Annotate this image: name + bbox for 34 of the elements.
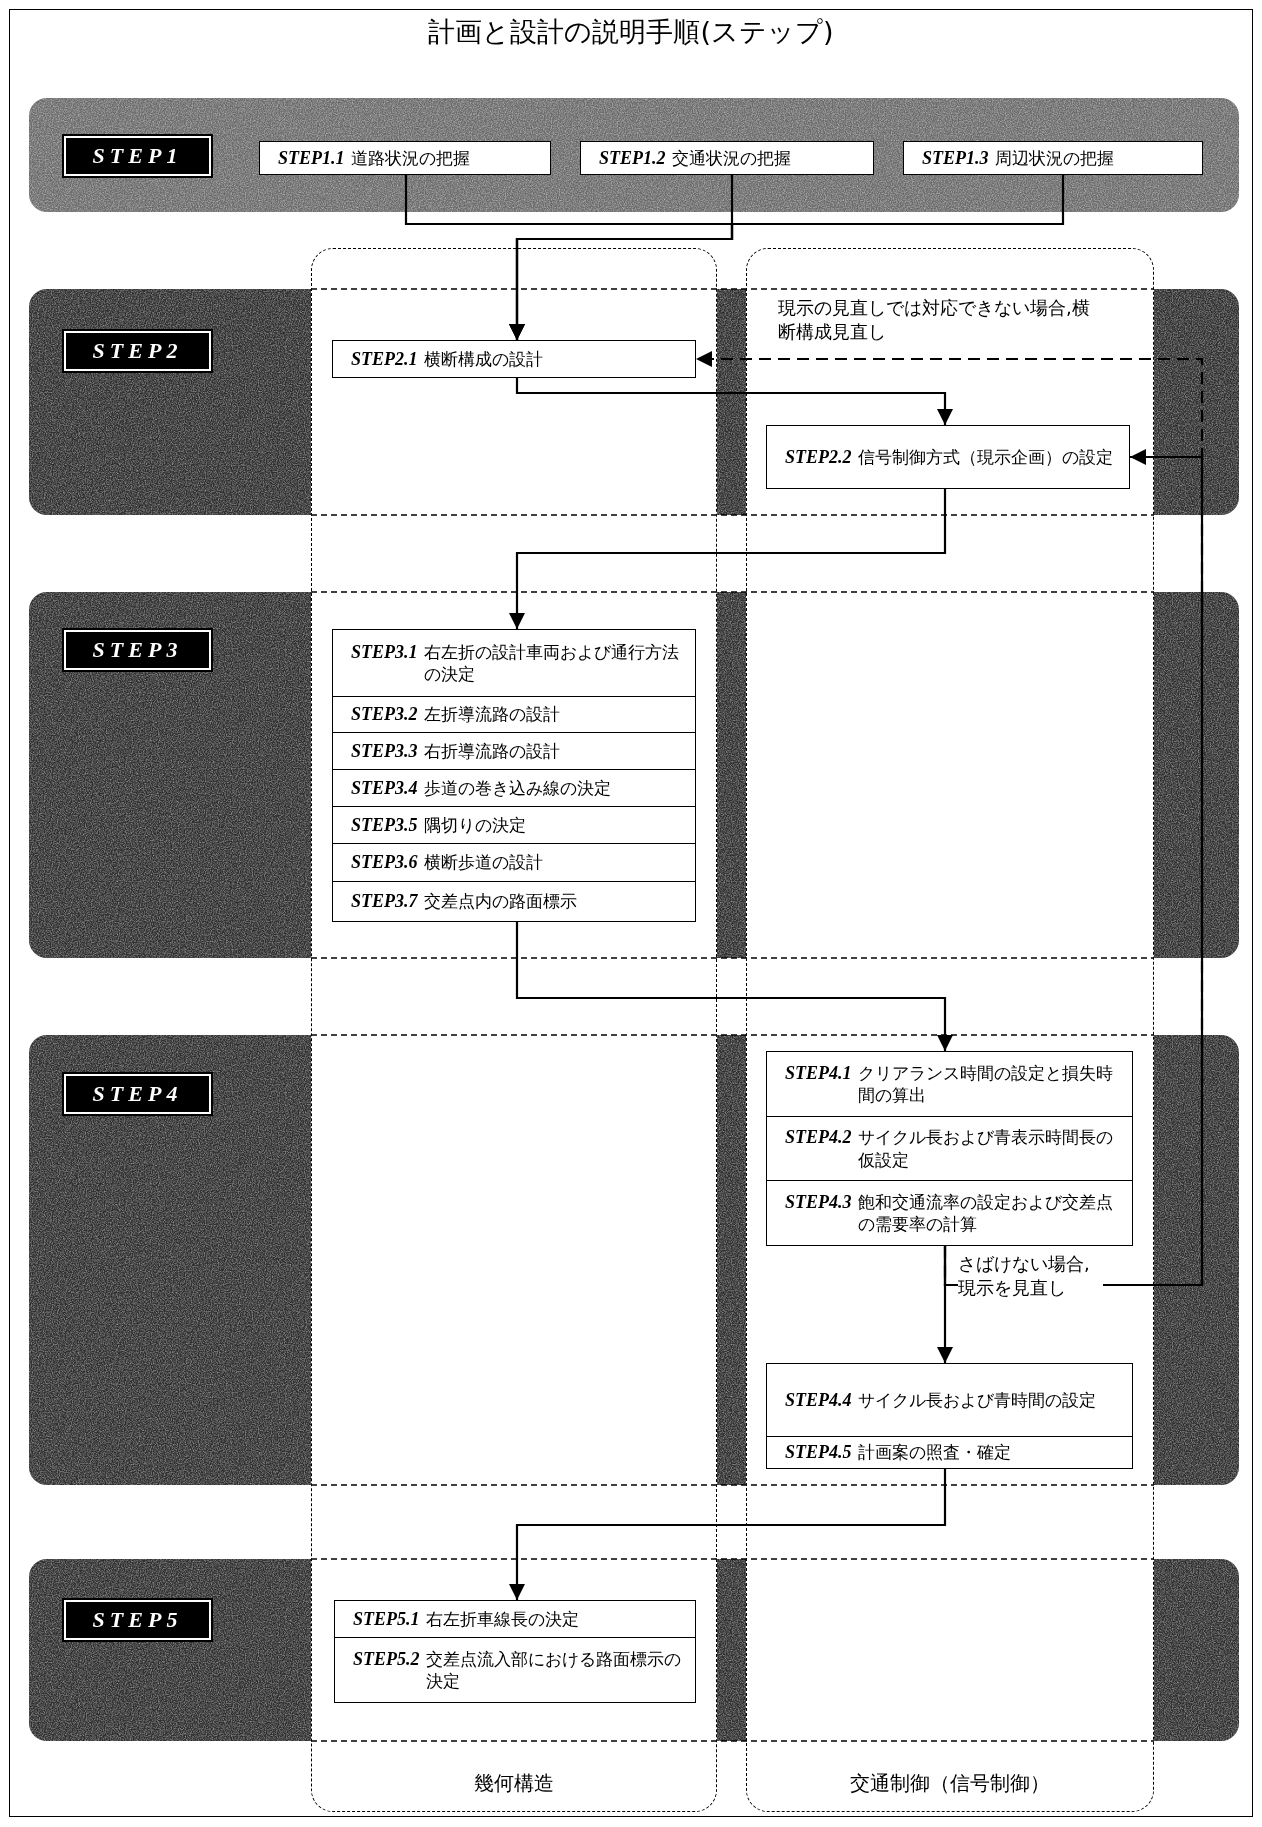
step-box: STEP3.1 右左折の設計車両および通行方法の決定 bbox=[332, 629, 696, 697]
step-box: STEP4.2 サイクル長および青表示時間長の仮設定 bbox=[766, 1116, 1133, 1181]
step-box: STEP1.1 道路状況の把握 bbox=[259, 141, 551, 175]
step-box: STEP4.3 飽和交通流率の設定および交差点の需要率の計算 bbox=[766, 1180, 1133, 1246]
arrow bbox=[515, 922, 953, 1051]
step-box: STEP3.6 横断歩道の設計 bbox=[332, 843, 696, 882]
step-box: STEP4.4 サイクル長および青時間の設定 bbox=[766, 1363, 1133, 1437]
diagram-title: 計画と設計の説明手順(ステップ) bbox=[427, 15, 835, 49]
step-label: STEP3 bbox=[64, 630, 211, 670]
step-label: STEP2 bbox=[64, 331, 211, 371]
step-box: STEP3.2 左折導流路の設計 bbox=[332, 696, 696, 733]
step-box: STEP3.5 隅切りの決定 bbox=[332, 806, 696, 844]
step-box: STEP1.3 周辺状況の把握 bbox=[903, 141, 1203, 175]
step-box: STEP4.5 計画案の照査・確定 bbox=[766, 1436, 1133, 1469]
step-box: STEP5.1 右左折車線長の決定 bbox=[334, 1600, 696, 1638]
step-label: STEP1 bbox=[64, 136, 211, 176]
step-box: STEP1.2 交通状況の把握 bbox=[580, 141, 874, 175]
step-box: STEP3.4 歩道の巻き込み線の決定 bbox=[332, 769, 696, 807]
dashed-arrow bbox=[696, 351, 1204, 1287]
arrow bbox=[509, 489, 947, 629]
step-band bbox=[29, 98, 1239, 212]
step-box: STEP2.1 横断構成の設計 bbox=[332, 340, 696, 378]
step-label: STEP4 bbox=[64, 1074, 211, 1114]
step-box: STEP5.2 交差点流入部における路面標示の決定 bbox=[334, 1637, 696, 1703]
step-box: STEP3.3 右折導流路の設計 bbox=[332, 732, 696, 770]
step-box: STEP3.7 交差点内の路面標示 bbox=[332, 881, 696, 922]
step-box: STEP2.2 信号制御方式（現示企画）の設定 bbox=[766, 425, 1130, 489]
lane-title: 幾何構造 bbox=[473, 1770, 555, 1797]
arrow bbox=[509, 1469, 947, 1600]
lane-title: 交通制御（信号制御） bbox=[849, 1770, 1051, 1797]
arrow bbox=[515, 378, 953, 425]
arrow bbox=[509, 175, 1065, 340]
step-box: STEP4.1 クリアランス時間の設定と損失時間の算出 bbox=[766, 1051, 1133, 1117]
step-label: STEP5 bbox=[64, 1600, 211, 1640]
